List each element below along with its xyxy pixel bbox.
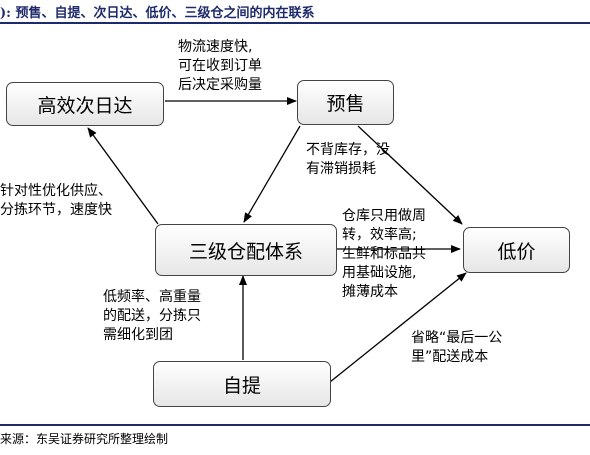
label-line: 转，效率高; bbox=[342, 227, 417, 243]
label-line: 低频率、高重量 bbox=[103, 289, 201, 305]
figure-title-bar: ): 预售、自提、次日达、低价、三级仓之间的内在联系 bbox=[0, 0, 590, 22]
arrow-presale-to-warehouse bbox=[243, 125, 301, 223]
arrow-pickup-to-lowprice bbox=[329, 272, 467, 383]
label-line: 不背库存，没 bbox=[306, 142, 390, 158]
node-next-day-delivery: 高效次日达 bbox=[6, 82, 164, 126]
label-pickup-warehouse: 低频率、高重量 的配送，分拣只 需细化到团 bbox=[103, 288, 201, 345]
label-line: 的配送，分拣只 bbox=[103, 308, 201, 324]
arrow-presale-to-lowprice bbox=[357, 125, 463, 225]
title-rule bbox=[0, 22, 590, 24]
label-pickup-lowprice: 省略“最后一公 里”配送成本 bbox=[411, 329, 502, 367]
node-three-tier-warehouse: 三级仓配体系 bbox=[155, 224, 337, 276]
label-line: 省略“最后一公 bbox=[411, 330, 503, 346]
label-line: 需细化到团 bbox=[103, 327, 173, 343]
node-presale: 预售 bbox=[297, 80, 394, 125]
label-line: 可在收到订单 bbox=[178, 58, 262, 74]
label-line: 后决定采购量 bbox=[178, 77, 262, 93]
arrow-warehouse-to-nextday bbox=[87, 127, 159, 225]
node-self-pickup: 自提 bbox=[153, 361, 331, 407]
label-line: 摊薄成本 bbox=[342, 284, 398, 300]
label-warehouse-nextday: 针对性优化供应、 分拣环节，速度快 bbox=[0, 182, 112, 220]
label-warehouse-lowprice: 仓库只用做周 转，效率高; 生鲜和标品共 用基础设施, 摊薄成本 bbox=[342, 207, 426, 302]
label-line: 物流速度快, bbox=[178, 39, 253, 55]
label-line: 用基础设施, bbox=[342, 265, 417, 281]
label-nextday-presale: 物流速度快, 可在收到订单 后决定采购量 bbox=[178, 38, 262, 95]
source-rule bbox=[0, 424, 590, 426]
label-line: 分拣环节，速度快 bbox=[0, 202, 112, 218]
label-line: 针对性优化供应、 bbox=[0, 183, 112, 199]
label-presale-lowprice: 不背库存，没 有滞销损耗 bbox=[306, 141, 390, 179]
node-low-price: 低价 bbox=[463, 227, 570, 273]
figure-source: 来源：东吴证券研究所整理绘制 bbox=[0, 432, 169, 446]
label-line: 仓库只用做周 bbox=[342, 208, 426, 224]
label-line: 里”配送成本 bbox=[411, 349, 489, 365]
label-line: 有滞销损耗 bbox=[306, 161, 376, 177]
label-line: 生鲜和标品共 bbox=[342, 246, 426, 262]
figure-title: ): 预售、自提、次日达、低价、三级仓之间的内在联系 bbox=[0, 6, 315, 21]
